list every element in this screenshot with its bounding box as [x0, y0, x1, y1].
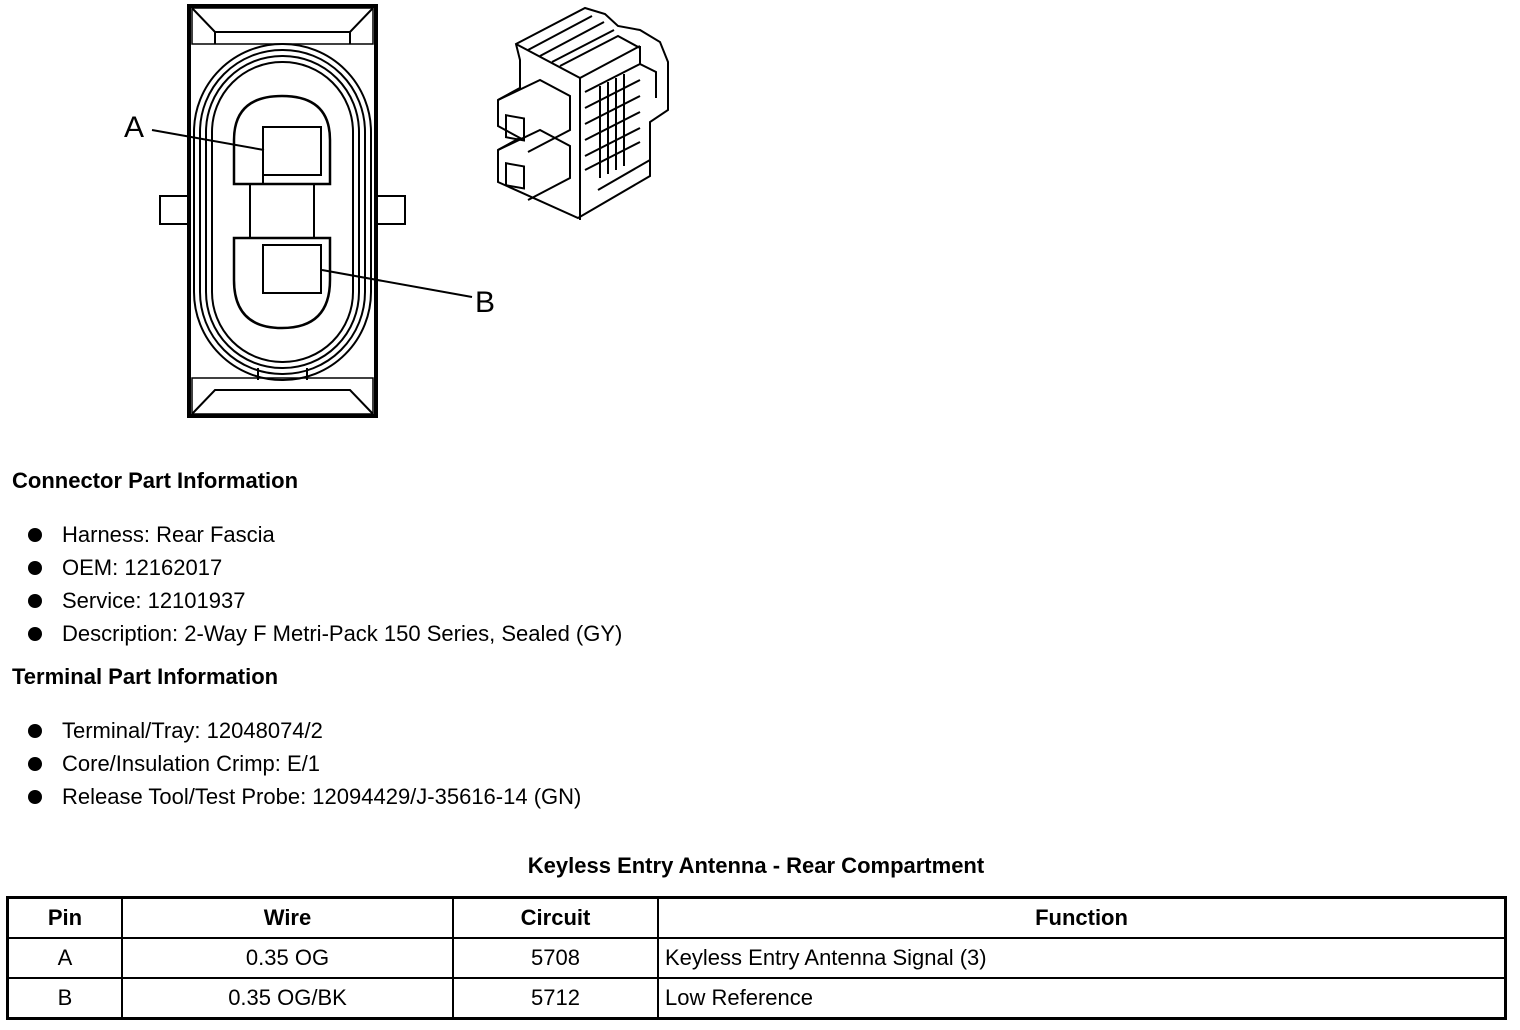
- circuit-cell: 5712: [452, 977, 659, 1020]
- terminal-part-info-heading: Terminal Part Information: [12, 664, 279, 689]
- pinout-table: Pin Wire Circuit Function A 0.35 OG 5708…: [6, 896, 1507, 1020]
- header-function: Function: [657, 896, 1507, 939]
- header-wire: Wire: [121, 896, 454, 939]
- function-cell: Keyless Entry Antenna Signal (3): [657, 937, 1507, 979]
- bullet-icon: [28, 790, 42, 804]
- release-tool-value: Release Tool/Test Probe: 12094429/J-3561…: [62, 784, 582, 809]
- list-item: Harness: Rear Fascia: [28, 521, 622, 554]
- bullet-icon: [28, 627, 42, 641]
- pin-a-label: A: [124, 111, 145, 144]
- table-header-row: Pin Wire Circuit Function: [6, 896, 1507, 939]
- pin-b-label: B: [475, 286, 496, 319]
- service-value: Service: 12101937: [62, 588, 246, 613]
- terminal-part-info-list: Terminal/Tray: 12048074/2 Core/Insulatio…: [28, 717, 581, 816]
- connector-figure: A B: [0, 0, 700, 440]
- oem-value: OEM: 12162017: [62, 555, 223, 580]
- bullet-icon: [28, 561, 42, 575]
- table-row: A 0.35 OG 5708 Keyless Entry Antenna Sig…: [6, 937, 1507, 979]
- function-cell: Low Reference: [657, 977, 1507, 1020]
- list-item: OEM: 12162017: [28, 554, 622, 587]
- pin-cell: B: [6, 977, 123, 1020]
- table-row: B 0.35 OG/BK 5712 Low Reference: [6, 977, 1507, 1020]
- list-item: Release Tool/Test Probe: 12094429/J-3561…: [28, 783, 581, 816]
- bullet-icon: [28, 757, 42, 771]
- wire-cell: 0.35 OG/BK: [121, 977, 454, 1020]
- terminal-tray-value: Terminal/Tray: 12048074/2: [62, 718, 323, 743]
- connector-part-info-list: Harness: Rear Fascia OEM: 12162017 Servi…: [28, 521, 622, 653]
- bullet-icon: [28, 528, 42, 542]
- bullet-icon: [28, 724, 42, 738]
- pin-cell: A: [6, 937, 123, 979]
- wire-cell: 0.35 OG: [121, 937, 454, 979]
- connector-part-info-heading: Connector Part Information: [12, 468, 299, 493]
- list-item: Terminal/Tray: 12048074/2: [28, 717, 581, 750]
- description-value: Description: 2-Way F Metri-Pack 150 Seri…: [62, 621, 623, 646]
- connector-face-diagram: [151, 4, 669, 418]
- pinout-table-title: Keyless Entry Antenna - Rear Compartment: [527, 853, 985, 878]
- harness-value: Harness: Rear Fascia: [62, 522, 275, 547]
- circuit-cell: 5708: [452, 937, 659, 979]
- header-pin: Pin: [6, 896, 123, 939]
- bullet-icon: [28, 594, 42, 608]
- list-item: Core/Insulation Crimp: E/1: [28, 750, 581, 783]
- list-item: Service: 12101937: [28, 587, 622, 620]
- list-item: Description: 2-Way F Metri-Pack 150 Seri…: [28, 620, 622, 653]
- crimp-value: Core/Insulation Crimp: E/1: [62, 751, 320, 776]
- header-circuit: Circuit: [452, 896, 659, 939]
